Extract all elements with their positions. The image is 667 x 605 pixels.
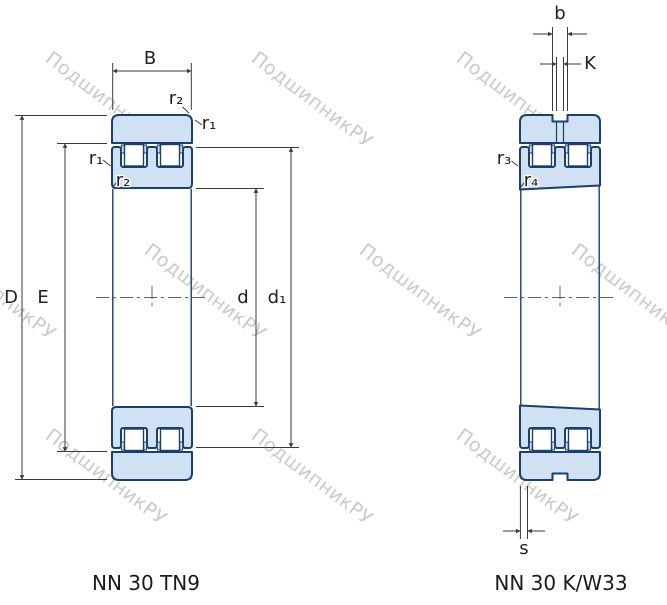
- inner-ring-section-top-tapered: [519, 146, 601, 191]
- cage-segment: [143, 144, 148, 154]
- cage-segment: [120, 441, 125, 451]
- cage-segment: [120, 144, 125, 154]
- dim-label-r3: r₃: [497, 148, 512, 169]
- cage-segment: [179, 144, 184, 154]
- outer-ring-section-top-grooved: [519, 114, 601, 144]
- roller-section: [567, 143, 589, 167]
- roller-section: [567, 428, 589, 452]
- dim-label-K: K: [584, 53, 597, 74]
- dim-label-D: D: [4, 287, 18, 308]
- roller-section: [123, 143, 145, 167]
- cage-segment: [528, 441, 533, 451]
- roller-section: [159, 143, 181, 167]
- cage-segment: [551, 441, 556, 451]
- roller-section: [531, 143, 553, 167]
- outer-ring-section-top: [111, 114, 193, 144]
- dim-label-r1-left: r₁: [89, 148, 104, 169]
- leader-line-r2: [112, 182, 117, 188]
- dim-label-B: B: [144, 48, 156, 69]
- roller-section: [159, 428, 181, 452]
- dim-label-r1-top: r₁: [202, 113, 217, 134]
- cage-segment: [551, 144, 556, 154]
- leader-line-r3: [509, 159, 519, 167]
- cage-segment: [564, 441, 569, 451]
- dim-label-r4: r₄: [524, 170, 539, 191]
- dim-label-r2-top: r₂: [169, 88, 184, 109]
- dim-label-r2-left: r₂: [116, 170, 131, 191]
- leader-line-r1: [194, 119, 203, 126]
- right-bearing-view: b K s r₃ r₄ NN 30 K/W33: [494, 2, 627, 595]
- cage-segment: [179, 441, 184, 451]
- roller-section: [123, 428, 145, 452]
- cage-segment: [156, 441, 161, 451]
- inner-ring-section-bottom-tapered: [519, 404, 601, 449]
- cage-segment: [156, 144, 161, 154]
- dim-label-b: b: [554, 3, 565, 24]
- dim-label-d1: d₁: [268, 287, 287, 308]
- outer-ring-section-bottom: [111, 451, 193, 481]
- cage-segment: [143, 441, 148, 451]
- left-bearing-view: B D E d d₁ r₂ r₁: [3, 47, 299, 595]
- cage-segment: [587, 441, 592, 451]
- leader-line-r4: [520, 182, 525, 188]
- cage-segment: [564, 144, 569, 154]
- right-view-caption: NN 30 K/W33: [494, 571, 627, 595]
- leader-line-r1: [102, 159, 111, 167]
- dim-label-s: s: [519, 538, 528, 559]
- cage-segment: [587, 144, 592, 154]
- leader-line-r2: [182, 106, 190, 114]
- left-view-caption: NN 30 TN9: [92, 571, 200, 595]
- dim-label-d: d: [237, 287, 248, 308]
- cage-segment: [528, 144, 533, 154]
- dim-label-E: E: [37, 287, 48, 308]
- roller-section: [531, 428, 553, 452]
- outer-ring-section-bottom-grooved: [519, 451, 601, 481]
